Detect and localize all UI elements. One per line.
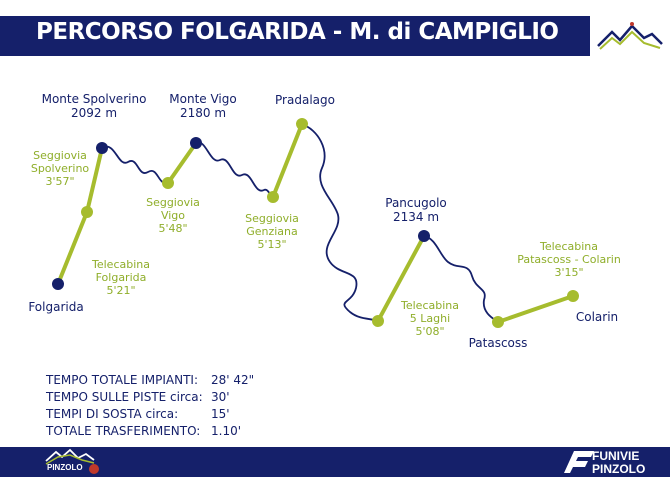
stats-row: TEMPO SULLE PISTE circa: 30' [46,390,230,404]
line-seggiovia-genziana [271,123,304,198]
node-vigo [190,137,202,149]
piste-pradalago-5laghi [301,123,379,322]
pinzolo-logo-icon [45,448,99,474]
piste-spolverino-vigo [101,145,169,185]
node-pradalago [296,118,308,130]
pinzolo-logo-text: PINZOLO [47,463,83,472]
label-monte-vigo: Monte Vigo 2180 m [169,92,237,120]
node-vigo-base [162,177,174,189]
funivie-brand-line1: FUNIVIE [592,449,640,463]
title-bar: PERCORSO FOLGARIDA - M. di CAMPIGLIO [0,16,670,56]
label-monte-spolverino: Monte Spolverino 2092 m [41,92,147,120]
label-pancugolo: Pancugolo 2134 m [385,196,447,224]
label-seggiovia-genziana: Seggiovia Genziana 5'13" [245,212,299,251]
line-seggiovia-spolverino [85,147,104,213]
stats-row: TEMPO TOTALE IMPIANTI: 28' 42" [46,373,255,387]
node-colarin [567,290,579,302]
node-folgarida [52,278,64,290]
line-telecabina-5-laghi [376,235,426,322]
line-telecabina-patascoss [497,294,574,324]
label-seggiovia-spolverino: Seggiovia Spolverino 3'57" [30,149,90,188]
label-colarin: Colarin [575,310,619,324]
stats-row: TEMPI DI SOSTA circa: 15' [46,407,230,421]
label-telecabina-patascoss: Telecabina Patascoss - Colarin 3'15" [517,240,621,279]
node-genziana-base [267,191,279,203]
stats-row: TOTALE TRASFERIMENTO: 1.10' [46,424,242,438]
page-title: PERCORSO FOLGARIDA - M. di CAMPIGLIO [36,19,559,45]
label-seggiovia-vigo: Seggiovia Vigo 5'48" [146,196,200,235]
node-spolverino-mid [81,206,93,218]
node-patascoss [492,316,504,328]
node-pancugolo [418,230,430,242]
node-spolverino [96,142,108,154]
header-logo [590,16,670,56]
piste-pancugolo-patascoss [423,235,499,323]
label-patascoss: Patascoss [468,336,528,350]
label-folgarida: Folgarida [28,300,84,314]
node-5laghi-base [372,315,384,327]
piste-vigo-genziana [195,141,274,198]
label-telecabina-folgarida: Telecabina Folgarida 5'21" [92,258,150,297]
funivie-logo-icon [564,451,594,473]
label-telecabina-5-laghi: Telecabina 5 Laghi 5'08" [401,299,459,338]
line-seggiovia-vigo [166,141,198,185]
label-pradalago: Pradalago [275,93,335,107]
stats-table: TEMPO TOTALE IMPIANTI: 28' 42" TEMPO SUL… [46,372,254,440]
mountains-logo-icon [597,22,663,50]
footer-bar: PINZOLO FUNIVIE PINZOLO [0,447,670,477]
line-telecabina-folgarida [56,211,89,285]
funivie-brand-line2: PINZOLO [592,462,646,476]
